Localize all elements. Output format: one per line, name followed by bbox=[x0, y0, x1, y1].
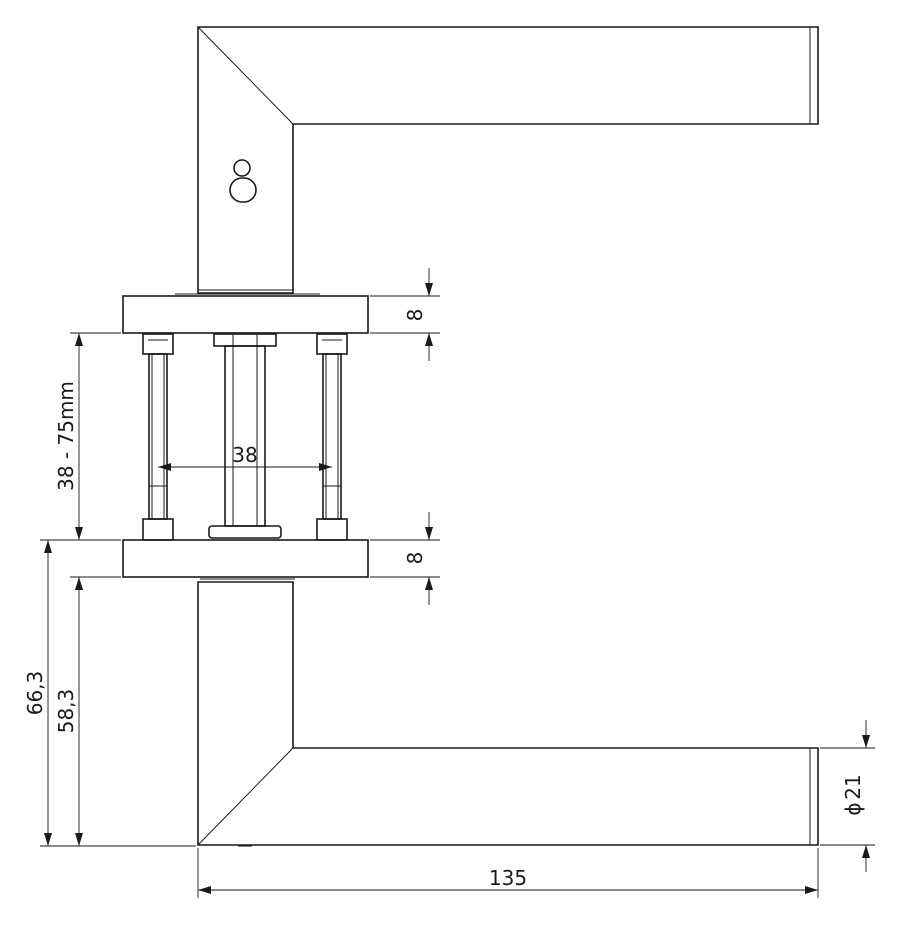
door-thickness-label: 38 - 75mm bbox=[54, 381, 78, 491]
dimension-lever-diameter bbox=[820, 720, 875, 872]
bottom-rose-plate bbox=[122, 539, 369, 580]
fixing-spacing-label: 38 bbox=[232, 443, 257, 467]
rose-thickness-bottom-label: 8 bbox=[403, 552, 427, 565]
top-rose-plate bbox=[122, 293, 369, 334]
dimension-overall-height bbox=[40, 539, 196, 847]
dimension-fixing-spacing bbox=[158, 463, 332, 471]
bottom-lever-handle bbox=[197, 581, 819, 847]
lever-length-label: 135 bbox=[489, 866, 527, 890]
dimension-lever-height bbox=[70, 576, 121, 846]
lever-diameter-label: 21 bbox=[841, 774, 865, 799]
diameter-symbol: ϕ bbox=[841, 802, 865, 815]
left-fixing-bolt bbox=[142, 333, 174, 541]
keyhole-icon bbox=[229, 159, 257, 203]
dimension-lever-length bbox=[197, 848, 819, 898]
overall-height-label: 66,3 bbox=[23, 671, 47, 716]
rose-thickness-top-label: 8 bbox=[403, 309, 427, 322]
right-fixing-bolt bbox=[316, 333, 348, 541]
spindle bbox=[208, 333, 282, 539]
lever-height-label: 58,3 bbox=[54, 689, 78, 734]
dimension-rose-thickness-bottom bbox=[370, 512, 440, 605]
dimension-rose-thickness-top bbox=[370, 268, 440, 361]
top-lever-handle bbox=[197, 26, 819, 294]
lever-diameter-group: ϕ 21 bbox=[841, 774, 865, 815]
